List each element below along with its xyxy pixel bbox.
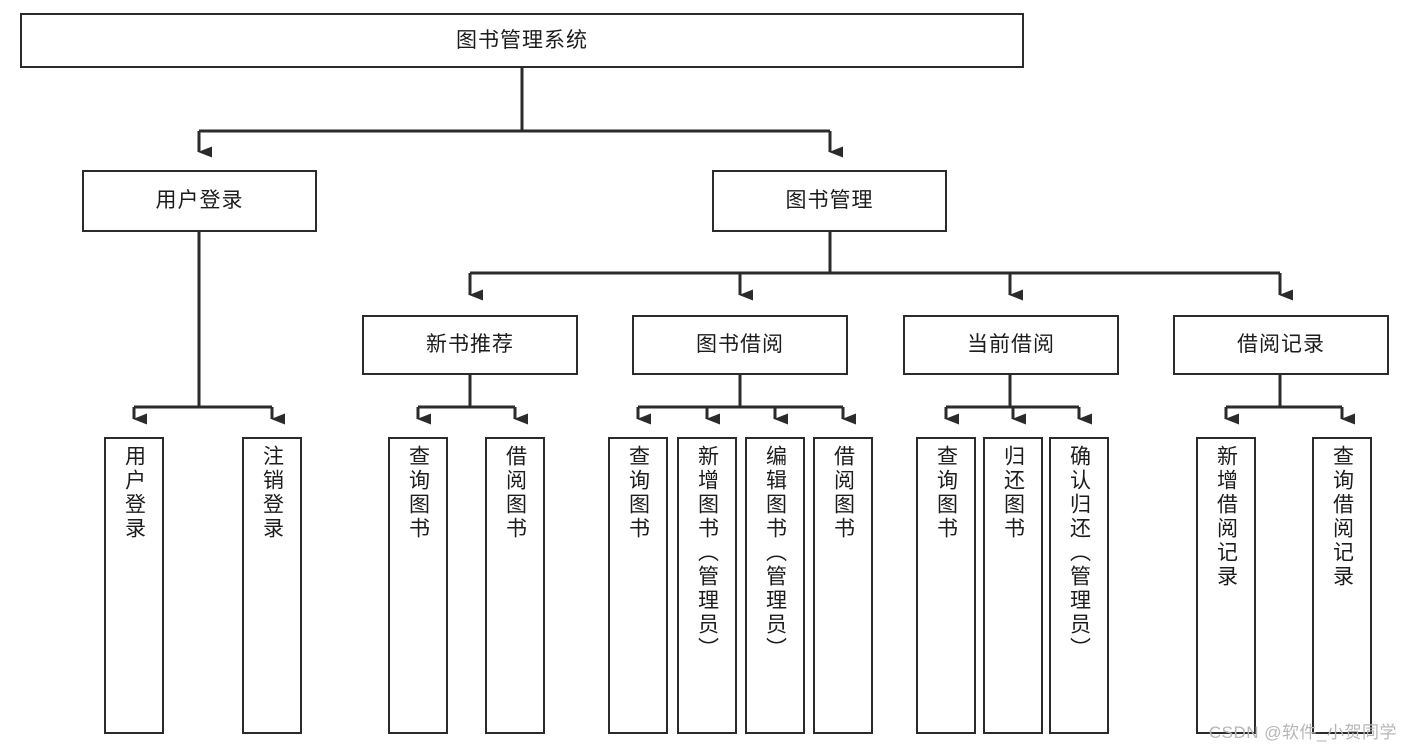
csdn-watermark: CSDN @软件_小贺同学	[1208, 723, 1397, 742]
node-label: 归还图书	[1001, 445, 1025, 541]
leaf-confirm-return-admin[interactable]: 确认归还（管理员）	[1049, 437, 1109, 734]
leaf-borrow-book-recommend[interactable]: 借阅图书	[485, 437, 545, 734]
node-label: 用户登录	[122, 445, 146, 541]
node-label: 新增借阅记录	[1214, 445, 1238, 589]
node-label: 查询图书	[406, 445, 430, 541]
node-label: 借阅记录	[1237, 333, 1325, 357]
leaf-add-book-admin[interactable]: 新增图书（管理员）	[677, 437, 737, 734]
node-book-borrow[interactable]: 图书借阅	[632, 315, 848, 375]
node-label: 图书管理	[785, 189, 874, 213]
node-new-book-recommend[interactable]: 新书推荐	[362, 315, 578, 375]
node-label: 注销登录	[260, 445, 284, 541]
node-label: 用户登录	[155, 189, 244, 213]
node-label: 查询图书	[934, 445, 958, 541]
node-root-system[interactable]: 图书管理系统	[20, 13, 1024, 68]
leaf-query-borrow-record[interactable]: 查询借阅记录	[1312, 437, 1372, 734]
node-label: 新增图书（管理员）	[695, 445, 719, 661]
node-label: 借阅图书	[503, 445, 527, 541]
leaf-query-book-recommend[interactable]: 查询图书	[388, 437, 448, 734]
node-label: 查询图书	[626, 445, 650, 541]
leaf-query-book-current[interactable]: 查询图书	[916, 437, 976, 734]
node-label: 编辑图书（管理员）	[763, 445, 787, 661]
node-label: 图书借阅	[696, 333, 784, 357]
node-label: 图书管理系统	[456, 28, 588, 52]
leaf-logout[interactable]: 注销登录	[242, 437, 302, 734]
node-label: 查询借阅记录	[1330, 445, 1354, 589]
node-user-login[interactable]: 用户登录	[82, 170, 317, 232]
node-label: 确认归还（管理员）	[1067, 445, 1091, 661]
node-book-management[interactable]: 图书管理	[712, 170, 947, 232]
node-label: 借阅图书	[831, 445, 855, 541]
leaf-edit-book-admin[interactable]: 编辑图书（管理员）	[745, 437, 805, 734]
leaf-user-login[interactable]: 用户登录	[104, 437, 164, 734]
leaf-borrow-book[interactable]: 借阅图书	[813, 437, 873, 734]
leaf-add-borrow-record[interactable]: 新增借阅记录	[1196, 437, 1256, 734]
leaf-return-book[interactable]: 归还图书	[983, 437, 1043, 734]
node-label: 新书推荐	[426, 333, 514, 357]
leaf-query-book-borrow[interactable]: 查询图书	[608, 437, 668, 734]
node-current-borrow[interactable]: 当前借阅	[903, 315, 1119, 375]
node-borrow-record[interactable]: 借阅记录	[1173, 315, 1389, 375]
node-label: 当前借阅	[967, 333, 1055, 357]
